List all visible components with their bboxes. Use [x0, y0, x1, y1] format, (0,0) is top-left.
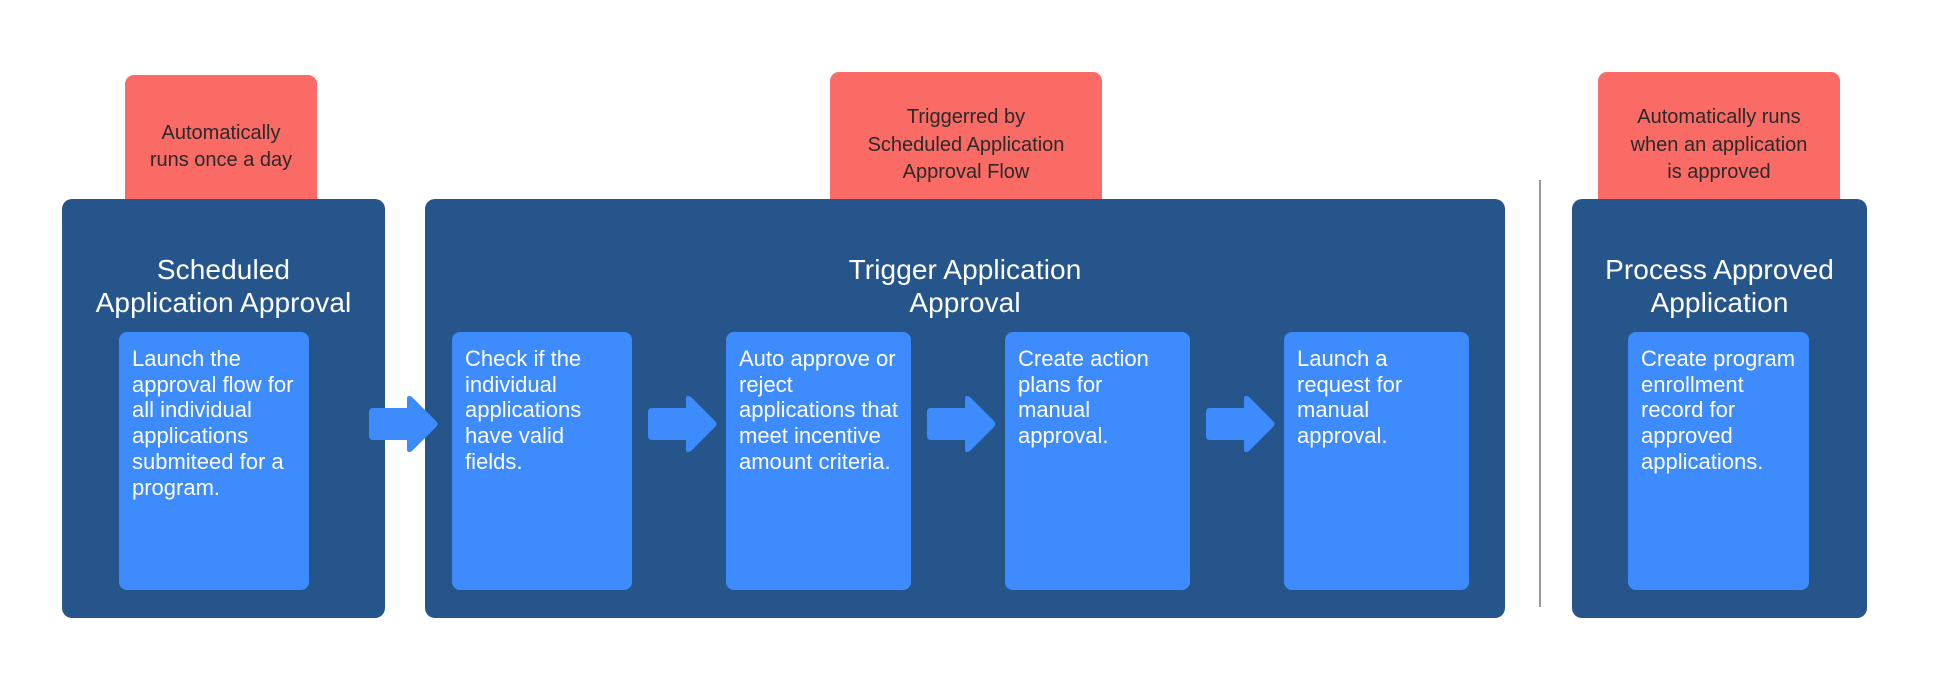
step-auto-approve-or-reject[interactable]: Auto approve or reject applications that… [726, 332, 911, 590]
group-title-trigger-application-approval: Trigger Application Approval [848, 254, 1082, 318]
step-create-program-enrollment[interactable]: Create program enrollment record for app… [1628, 332, 1809, 590]
arrow-right-icon [646, 394, 718, 454]
note-text: Triggerred by Scheduled Application Appr… [867, 106, 1065, 184]
group-card-scheduled-application-approval[interactable]: Scheduled Application Approval Launch th… [62, 199, 385, 618]
group-title-process-approved-application: Process Approved Application [1605, 254, 1834, 318]
step-create-action-plans[interactable]: Create action plans for manual approval. [1005, 332, 1190, 590]
arrow-right-icon [1204, 394, 1276, 454]
step-launch-approval-flow[interactable]: Launch the approval flow for all individ… [119, 332, 309, 590]
step-launch-manual-request[interactable]: Launch a request for manual approval. [1284, 332, 1469, 590]
group-card-process-approved-application[interactable]: Process Approved Application Create prog… [1572, 199, 1867, 618]
arrow-right-icon [925, 394, 997, 454]
note-text: Automatically runs when an application i… [1630, 106, 1808, 184]
note-text: Automatically runs once a day [149, 121, 293, 171]
arrow-right-icon [367, 394, 439, 454]
step-check-valid-fields[interactable]: Check if the individual applications hav… [452, 332, 632, 590]
section-divider [1539, 180, 1541, 607]
group-title-scheduled-application-approval: Scheduled Application Approval [95, 254, 352, 318]
